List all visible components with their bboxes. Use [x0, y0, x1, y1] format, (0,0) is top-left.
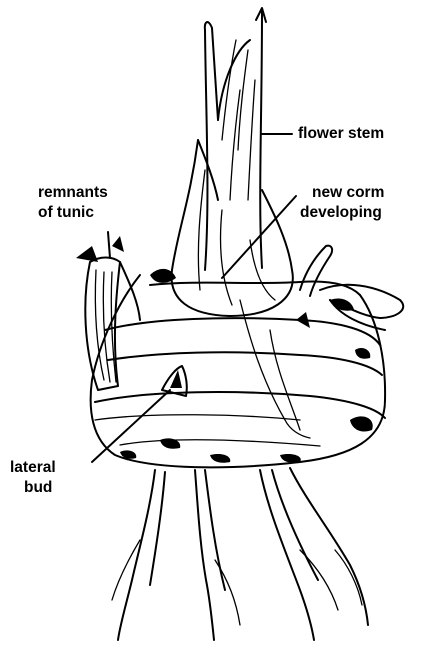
roots-drawing — [112, 468, 368, 640]
new-corm-label-line1: new corm — [312, 184, 384, 202]
lateral-bud-drawing — [162, 366, 187, 396]
flower-stem-label: flower stem — [298, 125, 384, 143]
pointer-lines — [92, 134, 296, 462]
lateral-bud-label-line2: bud — [24, 479, 52, 497]
tunic-label-line2: of tunic — [38, 204, 94, 222]
new-corm-label-line2: developing — [300, 204, 382, 222]
tunic-remnants-drawing — [76, 236, 140, 390]
new-corm-pointer — [222, 196, 296, 278]
tunic-label-line1: remnants — [38, 184, 108, 202]
lateral-bud-label-line1: lateral — [10, 459, 56, 477]
tunic-pointer — [108, 232, 110, 258]
flower-stem-drawing — [205, 8, 266, 270]
